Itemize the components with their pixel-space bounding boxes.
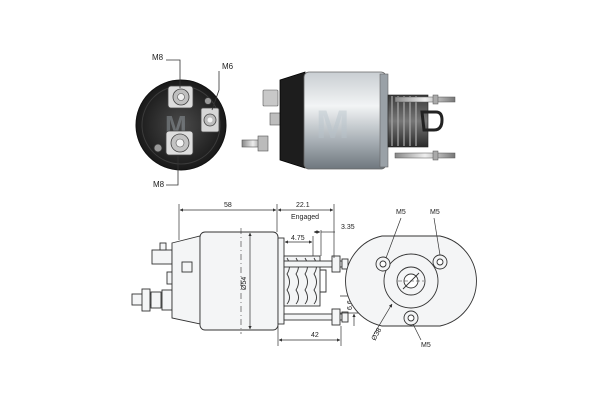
drawing-side-dimensions bbox=[178, 204, 358, 346]
dim-thread-offset: 6.6 bbox=[347, 300, 354, 310]
dim-plunger-tip: 3.35 bbox=[341, 224, 355, 231]
dim-stroke-note: Engaged bbox=[291, 214, 319, 221]
label-m8-top: M8 bbox=[152, 53, 164, 62]
label-m5-bottom: M5 bbox=[421, 342, 431, 349]
m8-terminal-bottom bbox=[165, 130, 194, 156]
cap-screw-icon bbox=[204, 97, 212, 105]
terminal-cap-side bbox=[279, 71, 306, 169]
plunger-spring bbox=[387, 94, 429, 148]
photo-side-view: M bbox=[241, 71, 456, 170]
m6-terminal bbox=[200, 107, 220, 133]
drawing-end-view bbox=[345, 217, 477, 341]
plunger-hook bbox=[420, 110, 444, 132]
photo-end-view: M M8 M6 M8 bbox=[135, 53, 234, 189]
brand-watermark-icon: M bbox=[316, 103, 349, 147]
drawing-side-view bbox=[131, 228, 349, 334]
rear-terminal-nut-icon bbox=[262, 89, 279, 107]
dim-diameter: Ø54 bbox=[241, 277, 248, 290]
mounting-stud-top bbox=[394, 96, 456, 103]
dim-plunger-length: 42 bbox=[311, 332, 319, 339]
m8-terminal-top bbox=[167, 85, 194, 109]
mounting-stud-bottom bbox=[394, 152, 456, 159]
dim-length: 58 bbox=[224, 202, 232, 209]
dim-stroke: 22.1 bbox=[296, 202, 310, 209]
label-m8-bottom: M8 bbox=[153, 180, 165, 189]
dim-plunger-gap: 4.75 bbox=[291, 235, 305, 242]
label-m5-right: M5 bbox=[430, 209, 440, 216]
cap-screw-icon bbox=[153, 143, 163, 153]
label-m6: M6 bbox=[222, 62, 234, 71]
label-m5-left: M5 bbox=[396, 209, 406, 216]
label-bolt-circle: Ø38 bbox=[371, 327, 384, 342]
drawing-body bbox=[199, 231, 279, 331]
